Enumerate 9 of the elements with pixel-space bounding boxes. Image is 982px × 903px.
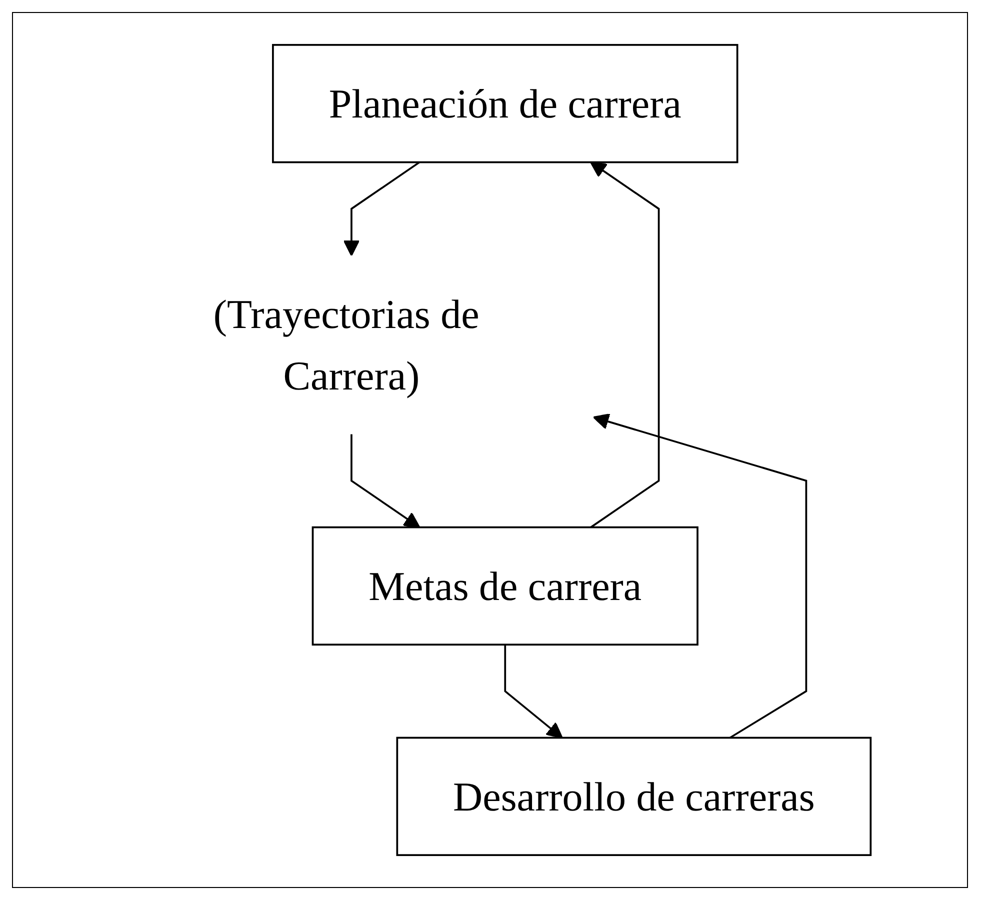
arrow [504,644,563,738]
node-box: Metas de carrera [312,526,698,646]
node-box: Planeación de carrera [272,44,738,164]
arrow [343,161,420,256]
node-box: Desarrollo de carreras [396,736,872,856]
arrow [590,162,660,528]
arrow [350,434,420,528]
arrow [592,414,808,739]
node-text: (Trayectorias de Carrera) [213,290,480,399]
